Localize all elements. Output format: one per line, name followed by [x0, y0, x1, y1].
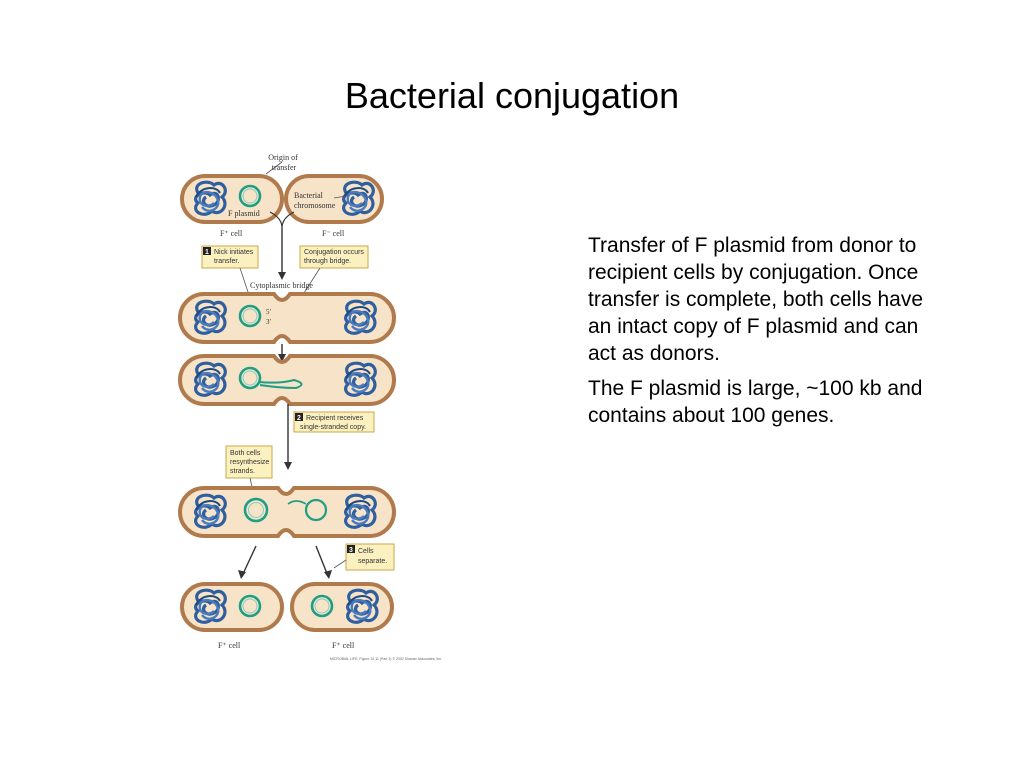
callout-recipient-receives: 2 Recipient receives single-stranded cop… [293, 411, 375, 433]
paragraph-transfer: Transfer of F plasmid from donor to reci… [588, 234, 923, 365]
figure-credit: MICROBIAL LIFE, Figure 10.11 (Part 2) © … [330, 657, 442, 661]
callout-cells-separate: 3 Cells separate. [345, 543, 395, 571]
donor-cell-initial [180, 174, 284, 224]
callout-nick-initiates: 1 Nick initiates transfer. [201, 245, 259, 269]
slide-title: Bacterial conjugation [344, 75, 680, 116]
callout-both-cells-resynthesize: Both cells resynthesize strands. [225, 445, 273, 479]
mating-pair-1 [178, 292, 396, 344]
separate-arrow-right [315, 545, 329, 577]
conjugation-occurs-text: Conjugation occurs through bridge. [304, 249, 366, 265]
cytoplasmic-bridge-label: Cytoplasmic bridge [250, 281, 313, 290]
mating-pair-3 [178, 486, 396, 538]
f-plasmid-label: F plasmid [228, 209, 260, 218]
mating-pair-2 [178, 354, 396, 406]
final-left-label: F⁺ cell [218, 641, 241, 650]
step-2-number: 2 [297, 415, 301, 422]
nick-initiates-text: Nick initiates transfer. [214, 249, 255, 265]
recipient-cell-initial [284, 174, 384, 224]
callout-conjugation-occurs: Conjugation occurs through bridge. [299, 245, 369, 269]
five-prime-label: 5′ [266, 308, 272, 316]
separate-arrow-left [241, 545, 257, 577]
final-cell-right [290, 582, 394, 632]
three-prime-label: 3′ [266, 318, 272, 326]
f-plus-cell-label: F⁺ cell [220, 229, 243, 238]
resynthesize-text: Both cells resynthesize strands. [230, 450, 271, 475]
step-1-number: 1 [205, 249, 209, 256]
step-3-number: 3 [349, 547, 353, 554]
cells-separate-text: Cells separate. [358, 548, 387, 565]
final-cell-left [180, 582, 284, 632]
bacterial-chromosome-label: Bacterial chromosome [294, 191, 336, 210]
final-right-label: F⁺ cell [332, 641, 355, 650]
separate-arrowhead-right [324, 570, 332, 579]
conjugation-figure: Origin of transfer F plasmid Bacterial c… [170, 148, 460, 668]
arrowhead-2 [278, 354, 286, 362]
f-minus-cell-label: F⁻ cell [322, 229, 345, 238]
arrowhead-3 [284, 462, 292, 470]
slide-body: Transfer of F plasmid from donor to reci… [588, 232, 928, 437]
recipient-receives-text: Recipient receives single-stranded copy. [300, 415, 366, 431]
paragraph-plasmid-size: The F plasmid is large, ~100 kb and cont… [588, 377, 923, 427]
separate-arrowhead-left [238, 570, 246, 579]
arrowhead-1 [278, 272, 286, 280]
merge-bracket [269, 211, 295, 229]
origin-of-transfer-label: Origin of transfer [268, 153, 300, 172]
